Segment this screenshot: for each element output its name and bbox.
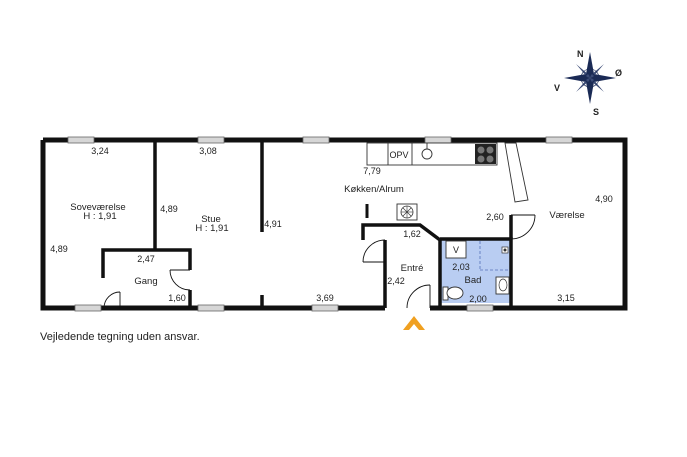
dimension-label: 3,69 [316, 293, 334, 303]
compass-v-label: V [554, 83, 560, 93]
room-label-bad: Bad [465, 275, 482, 286]
cabinet [504, 142, 529, 203]
dimension-label: 4,90 [595, 194, 613, 204]
dimension-label: 3,24 [91, 146, 109, 156]
doors [103, 214, 536, 309]
window [466, 304, 494, 312]
dimension-label: 1,60 [168, 293, 186, 303]
window [74, 304, 102, 312]
room-label-gang: Gang [134, 276, 157, 287]
windows [67, 136, 573, 312]
sink-icon [495, 276, 510, 295]
toilet-icon [442, 286, 464, 301]
window [197, 136, 225, 144]
window [545, 136, 573, 144]
washer-label: V [453, 245, 459, 255]
dimension-label: 2,00 [469, 294, 487, 304]
dimension-label: 3,08 [199, 146, 217, 156]
room-label-entre: Entré [401, 263, 424, 274]
compass-o-label: Ø [615, 68, 622, 78]
stove-icon [475, 144, 496, 164]
window [197, 304, 225, 312]
dimension-label: 2,47 [137, 254, 155, 264]
window [302, 136, 330, 144]
dimension-label: 4,89 [50, 244, 68, 254]
exterior-walls [40, 137, 628, 311]
shower-icon [501, 246, 509, 254]
dimension-label: 3,15 [557, 293, 575, 303]
entrance-arrow-icon [403, 316, 425, 330]
dimension-label: 2,42 [387, 276, 405, 286]
dimension-label: 2,60 [486, 212, 504, 222]
wood-stove-icon [396, 203, 418, 221]
room-label-kokken: Køkken/Alrum [344, 184, 404, 195]
room-height-stue: H : 1,91 [195, 223, 228, 234]
opv-label: OPV [389, 150, 408, 160]
dimension-label: 4,91 [264, 219, 282, 229]
compass-n-label: N [577, 49, 584, 59]
dimension-label: 2,03 [452, 262, 470, 272]
interior-walls [101, 140, 513, 308]
dimension-label: 1,62 [403, 229, 421, 239]
room-label-vaerelse: Værelse [549, 210, 584, 221]
disclaimer-text: Vejledende tegning uden ansvar. [40, 331, 200, 343]
dimension-label: 4,89 [160, 204, 178, 214]
room-label-stue: Stue [201, 214, 221, 225]
washer-icon [445, 240, 467, 259]
compass-icon [564, 52, 616, 104]
room-label-sovevaerelse: Soveværelse [70, 202, 125, 213]
kitchen-counter [366, 142, 498, 166]
dimension-label: 7,79 [363, 166, 381, 176]
room-height-sovevaerelse: H : 1,91 [83, 211, 116, 222]
compass-s-label: S [593, 107, 599, 117]
window [67, 136, 95, 144]
window [311, 304, 339, 312]
window [424, 136, 452, 144]
